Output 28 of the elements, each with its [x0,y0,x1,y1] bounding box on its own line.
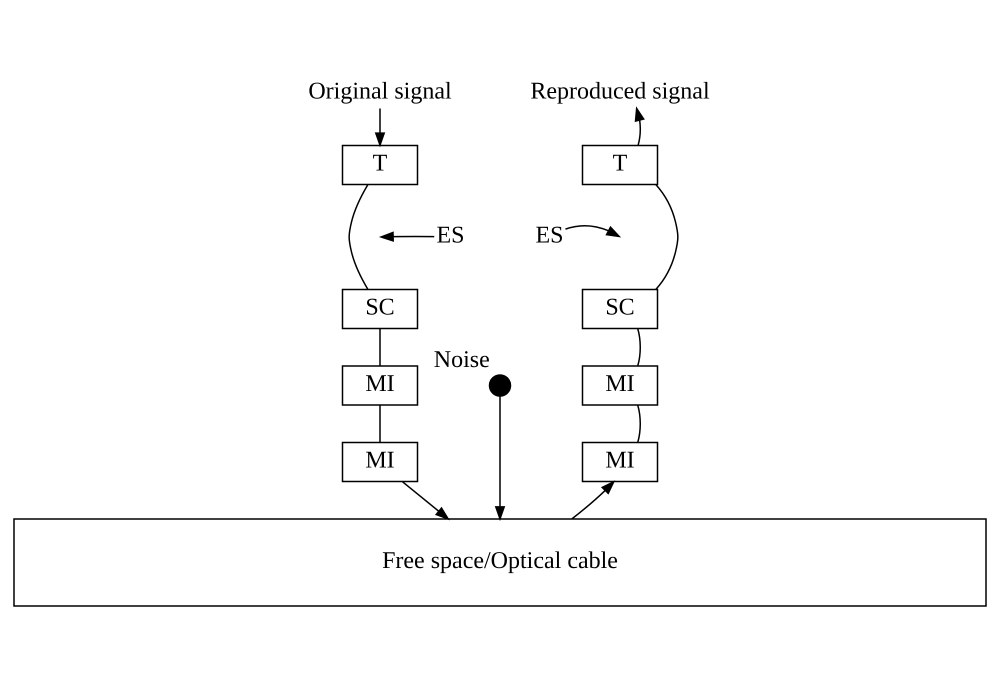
node-label: Noise [434,347,490,374]
arrow [634,106,645,146]
node-box: T [342,144,418,186]
arrow [494,396,506,522]
connector [379,328,381,366]
node-box: MI [582,442,658,482]
node-text: Original signal [308,78,452,105]
node-box: SC [342,288,418,330]
node-box: MI [582,365,658,406]
connector [655,184,679,290]
node-text: Reproduced signal [530,78,710,105]
connector [348,184,369,290]
node-box: Free space/Optical cable [13,518,987,607]
connector [379,405,381,442]
arrow [378,231,434,242]
node-box: SC [582,288,658,330]
node-box: T [582,144,658,186]
node-text: ES [436,222,465,249]
node-box: MI [342,365,418,406]
node-box: MI [342,442,418,482]
arrow [565,225,622,238]
connector [637,328,641,366]
node-circle [488,374,512,397]
arrow [374,108,386,148]
arrow [571,480,616,520]
connector [637,404,641,442]
node-text: ES [535,222,564,249]
arrow [402,481,450,520]
